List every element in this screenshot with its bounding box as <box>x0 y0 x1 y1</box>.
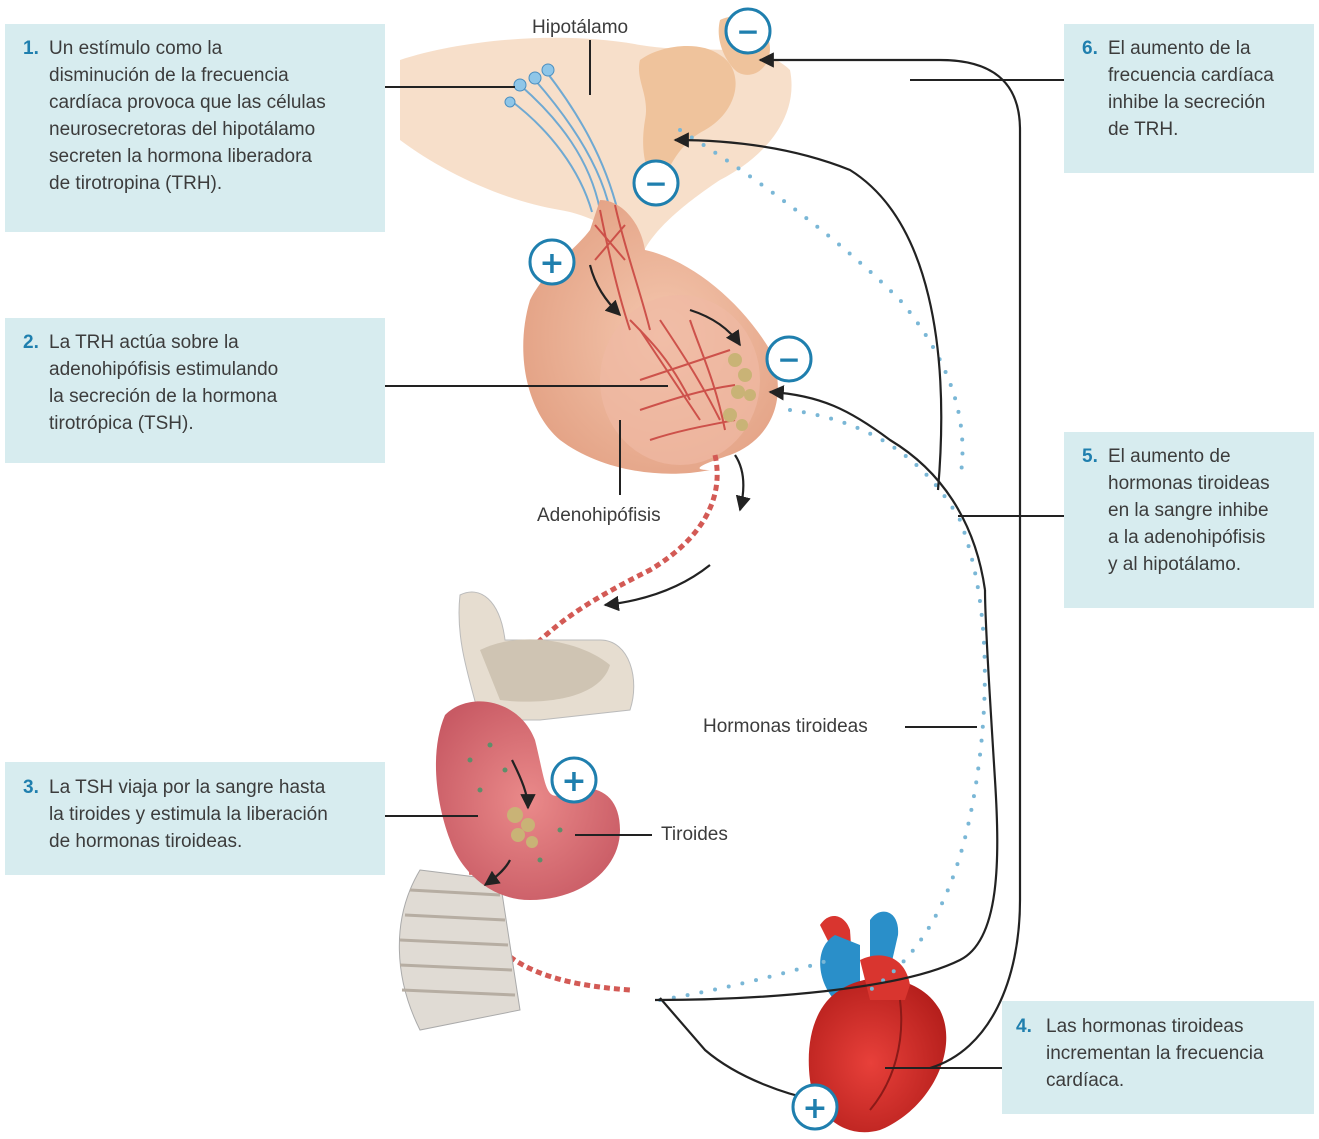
step-5-number: 5. <box>1082 443 1098 470</box>
label-hipotalamo: Hipotálamo <box>532 17 628 39</box>
step-4-text: Las hormonas tiroideas incrementan la fr… <box>1046 1013 1308 1094</box>
feedback-arrows <box>485 60 1020 1100</box>
step-3-number: 3. <box>23 774 39 801</box>
svg-text:−: − <box>777 343 800 376</box>
step-3-box: 3. La TSH viaja por la sangre hasta la t… <box>5 762 385 875</box>
minus-sign-hypothalamus: − <box>634 161 678 205</box>
minus-sign-hypothalamus-top: − <box>726 9 770 53</box>
step-1-text: Un estímulo como la disminución de la fr… <box>49 35 379 197</box>
step-4-number: 4. <box>1016 1013 1032 1040</box>
step-1-number: 1. <box>23 35 39 62</box>
svg-text:−: − <box>644 167 667 200</box>
step-6-box: 6. El aumento de la frecuencia cardíaca … <box>1064 24 1314 173</box>
step-3-text: La TSH viaja por la sangre hasta la tiro… <box>49 774 381 855</box>
svg-text:+: + <box>802 1091 827 1126</box>
step-1-box: 1. Un estímulo como la disminución de la… <box>5 24 385 232</box>
label-adenohipofisis: Adenohipófisis <box>537 505 661 527</box>
plus-sign-pituitary: + <box>530 240 574 284</box>
label-tiroides: Tiroides <box>661 824 728 846</box>
step-2-box: 2. La TRH actúa sobre la adenohipófisis … <box>5 318 385 463</box>
step-4-box: 4. Las hormonas tiroideas incrementan la… <box>1002 1001 1314 1114</box>
svg-text:+: + <box>561 764 586 799</box>
step-5-text: El aumento de hormonas tiroideas en la s… <box>1108 443 1308 578</box>
plus-sign-thyroid: + <box>552 758 596 802</box>
plus-sign-heart: + <box>793 1085 837 1129</box>
label-hormonas-tiroideas: Hormonas tiroideas <box>703 716 868 738</box>
minus-sign-adenohypophysis: − <box>767 337 811 381</box>
svg-text:+: + <box>539 246 564 281</box>
step-5-box: 5. El aumento de hormonas tiroideas en l… <box>1064 432 1314 608</box>
svg-text:−: − <box>736 15 759 48</box>
step-6-number: 6. <box>1082 35 1098 62</box>
step-2-text: La TRH actúa sobre la adenohipófisis est… <box>49 329 379 437</box>
step-6-text: El aumento de la frecuencia cardíaca inh… <box>1108 35 1308 143</box>
step-2-number: 2. <box>23 329 39 356</box>
